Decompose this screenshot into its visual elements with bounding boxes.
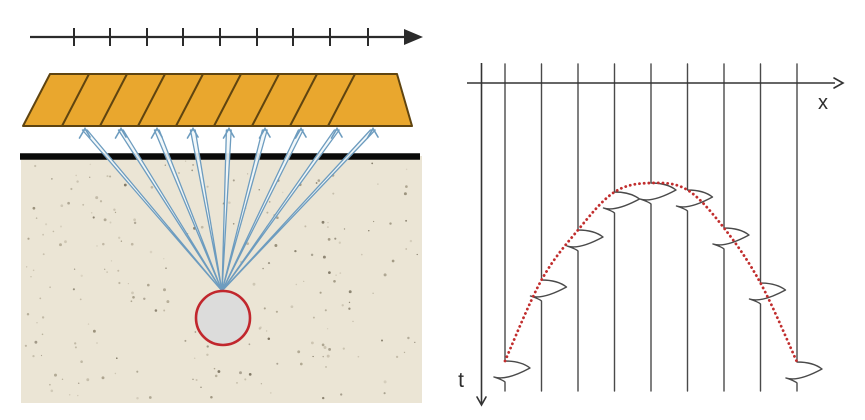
reflection-ray: [221, 126, 235, 292]
reflection-ray: [78, 126, 223, 292]
target-circle: [194, 289, 252, 347]
position-ruler: [30, 28, 423, 46]
wiggle-trace: [785, 63, 823, 392]
antenna-cell-divider: [213, 73, 242, 127]
radargram-plot: x t: [458, 63, 845, 407]
ray-arrowhead-icon: [294, 126, 307, 139]
ray-arrowhead-icon: [258, 126, 271, 139]
buried-target-circle: [194, 289, 252, 347]
ray-arrowhead-icon: [186, 126, 199, 139]
ruler-arrowhead-icon: [404, 29, 423, 45]
reflection-ray: [221, 126, 379, 292]
antenna-cell-divider: [327, 73, 356, 127]
x-axis-label: x: [818, 92, 828, 114]
reflection-ray: [186, 126, 223, 292]
wiggle-trace: [675, 63, 714, 392]
reflection-ray: [114, 126, 223, 292]
x-axis-arrowhead-icon: [833, 77, 845, 89]
reflection-rays: [78, 126, 379, 292]
reflection-ray: [150, 126, 223, 292]
wiggle-trace: [566, 63, 604, 392]
plot-axes: [467, 63, 845, 407]
ray-arrowhead-icon: [114, 126, 127, 139]
reflection-ray: [221, 126, 343, 292]
ray-arrowhead-icon: [222, 126, 235, 139]
t-axis-label: t: [458, 369, 464, 392]
diffraction-hyperbola: [503, 181, 799, 364]
t-axis-arrowhead-icon: [476, 396, 487, 407]
wiggle-trace: [529, 63, 568, 392]
antenna-array: [22, 73, 413, 127]
wiggle-trace: [493, 63, 531, 392]
survey-schematic: [20, 28, 423, 403]
hyperbola-dotted-curve: [503, 181, 799, 364]
wiggle-trace: [639, 63, 677, 392]
wiggle-trace: [712, 63, 750, 392]
antenna-cell-divider: [137, 73, 166, 127]
wiggle-trace: [602, 63, 641, 392]
wiggle-trace: [748, 63, 787, 392]
reflection-ray: [221, 126, 271, 292]
antenna-cell-divider: [289, 73, 318, 127]
reflection-ray: [221, 126, 307, 292]
ray-arrowhead-icon: [330, 126, 343, 139]
antenna-cell-divider: [61, 73, 90, 127]
antenna-cell-divider: [99, 73, 128, 127]
ray-arrowhead-icon: [150, 126, 163, 139]
wiggle-traces: [493, 63, 823, 392]
ray-arrowhead-icon: [366, 126, 379, 139]
antenna-cell-divider: [251, 73, 280, 127]
ray-arrowhead-icon: [78, 126, 91, 139]
soil-region: [21, 156, 422, 403]
antenna-cell-divider: [175, 73, 204, 127]
soil-fill: [21, 156, 422, 403]
